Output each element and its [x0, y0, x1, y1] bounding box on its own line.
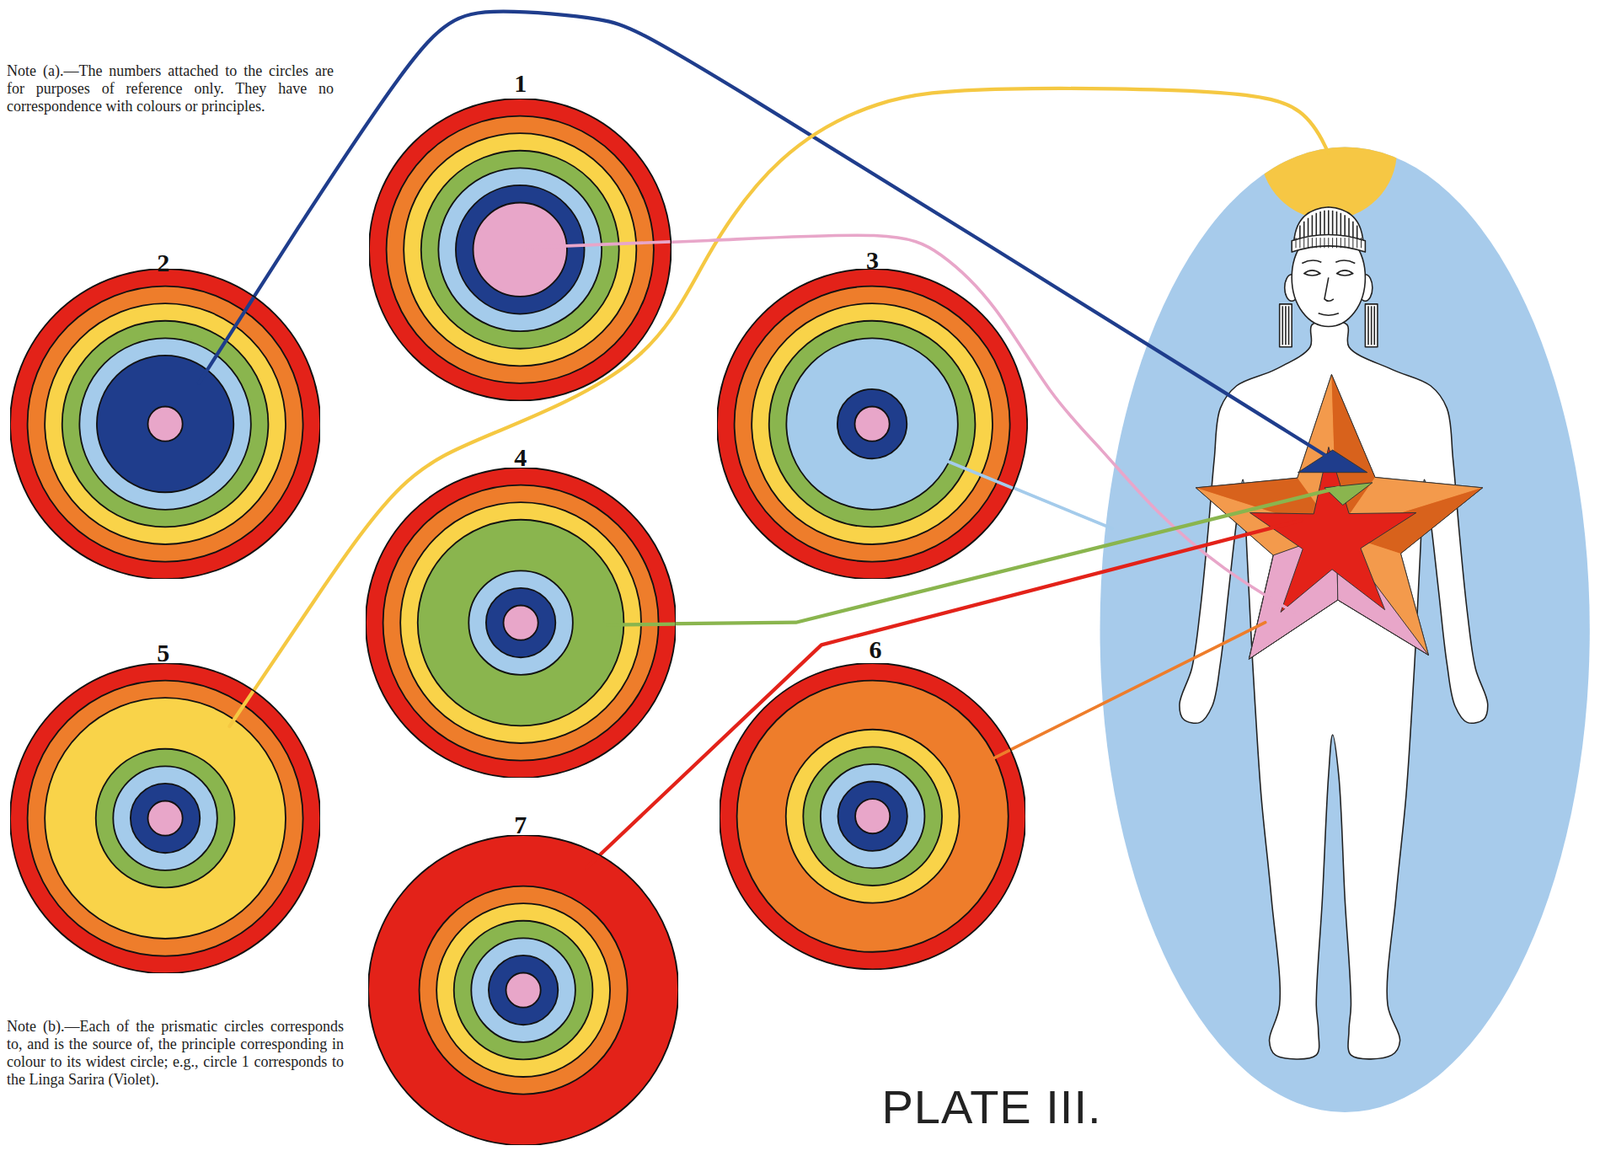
color-ring	[368, 834, 679, 1146]
aura	[1100, 146, 1590, 1113]
color-ring	[837, 388, 907, 458]
color-ring	[96, 354, 234, 492]
color-ring	[488, 955, 558, 1025]
color-ring	[44, 697, 286, 939]
color-ring	[96, 749, 236, 889]
color-ring	[802, 747, 942, 887]
leader-line	[717, 268, 1028, 579]
circle-number: 6	[869, 636, 883, 663]
note-text: Note (a).—The numbers attached to the ci…	[6, 62, 334, 116]
color-ring	[148, 801, 183, 836]
leader-line	[607, 487, 676, 625]
color-ring	[820, 764, 926, 869]
human-figure	[1179, 207, 1488, 1060]
color-ring	[736, 680, 1008, 953]
color-ring	[421, 150, 620, 349]
leader-line	[365, 467, 676, 728]
leader-line	[717, 268, 1028, 579]
circle-outline	[10, 663, 321, 974]
circle-number: 1	[513, 70, 527, 97]
color-ring	[717, 268, 1028, 579]
color-ring	[786, 729, 960, 904]
prismatic-circle: 4	[365, 467, 676, 778]
prismatic-circle: 7	[368, 834, 679, 1146]
circle-number: 4	[513, 444, 527, 471]
circle-outline	[365, 467, 676, 778]
star-symbol	[1195, 374, 1483, 659]
color-ring	[62, 320, 269, 527]
color-ring	[752, 303, 994, 545]
prismatic-circle: 6	[719, 663, 1026, 969]
color-ring	[436, 903, 611, 1077]
color-ring	[148, 406, 183, 441]
color-ring	[454, 920, 594, 1060]
color-ring	[419, 885, 628, 1094]
color-ring	[473, 203, 568, 297]
color-ring	[734, 285, 1011, 562]
color-ring	[455, 185, 585, 315]
circle-outline	[719, 663, 1026, 969]
circle-number: 3	[866, 247, 879, 273]
color-ring	[719, 663, 1026, 969]
color-ring	[506, 972, 541, 1007]
color-ring	[79, 337, 251, 509]
leader-line	[369, 98, 671, 401]
color-ring	[438, 168, 603, 332]
prismatic-circle: 1	[369, 98, 671, 401]
leader-line	[525, 467, 676, 613]
prismatic-circle: 3	[717, 268, 1028, 579]
color-ring	[468, 570, 573, 675]
leader-line	[369, 98, 671, 401]
color-ring	[369, 98, 671, 401]
leader-line	[586, 520, 675, 778]
circle-number: 5	[156, 640, 170, 666]
color-ring	[471, 937, 577, 1043]
color-ring	[386, 116, 654, 384]
leader-line	[989, 663, 1026, 760]
color-ring	[485, 588, 555, 658]
color-ring	[837, 781, 907, 851]
color-ring	[10, 268, 321, 579]
prismatic-circle: 2	[10, 268, 321, 579]
circle-outline	[717, 268, 1028, 579]
color-ring	[400, 502, 642, 744]
color-ring	[27, 285, 304, 562]
leader-line	[198, 268, 321, 457]
color-ring	[44, 303, 286, 545]
color-ring	[130, 783, 200, 853]
color-ring	[112, 766, 218, 872]
leader-line	[719, 663, 1026, 727]
color-ring	[27, 680, 304, 957]
color-ring	[404, 133, 637, 367]
circle-outline	[368, 834, 679, 1146]
circle-outline	[10, 268, 321, 579]
note-text: Note (b).—Each of the prismatic circles …	[6, 1017, 344, 1089]
leader-line	[229, 663, 321, 727]
leader-line	[586, 834, 679, 868]
leader-line	[719, 663, 1026, 867]
color-ring	[417, 519, 624, 726]
plate-caption: PLATE III.	[881, 1083, 1102, 1131]
leader-line	[717, 487, 1028, 579]
prismatic-circle: 5	[10, 663, 321, 974]
color-ring	[855, 798, 890, 834]
color-ring	[786, 337, 958, 509]
leader-line	[989, 622, 1266, 760]
circle-outline	[369, 98, 671, 401]
color-ring	[365, 467, 676, 778]
leader-line	[525, 235, 672, 402]
leader-line	[943, 459, 1028, 529]
circle-number: 7	[513, 812, 527, 838]
color-ring	[382, 484, 659, 760]
leader-line	[717, 520, 1028, 579]
color-ring	[769, 320, 976, 527]
color-ring	[10, 663, 321, 974]
circle-number: 2	[156, 250, 170, 276]
color-ring	[855, 406, 890, 441]
leader-line	[229, 268, 321, 579]
color-ring	[503, 604, 538, 640]
leader-line	[717, 268, 1028, 457]
